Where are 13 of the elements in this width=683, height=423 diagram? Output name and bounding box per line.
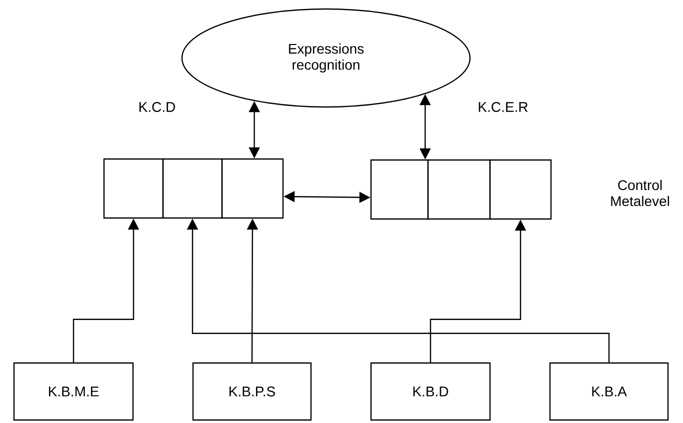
connector-label: K.C.D [139, 102, 175, 112]
process-box: K.B.P.S [192, 362, 312, 421]
empty-cell [103, 158, 164, 219]
empty-cell [162, 158, 223, 219]
side-label: Control Metalevel [611, 180, 670, 206]
empty-cell [370, 159, 429, 220]
process-box: K.B.M.E [13, 362, 134, 421]
empty-cell [489, 159, 552, 220]
connector-label: K.C.E.R [478, 102, 528, 112]
process-box: K.B.D [370, 362, 491, 421]
empty-cell [221, 158, 284, 219]
process-box: K.B.A [549, 362, 669, 421]
empty-cell [427, 159, 491, 220]
